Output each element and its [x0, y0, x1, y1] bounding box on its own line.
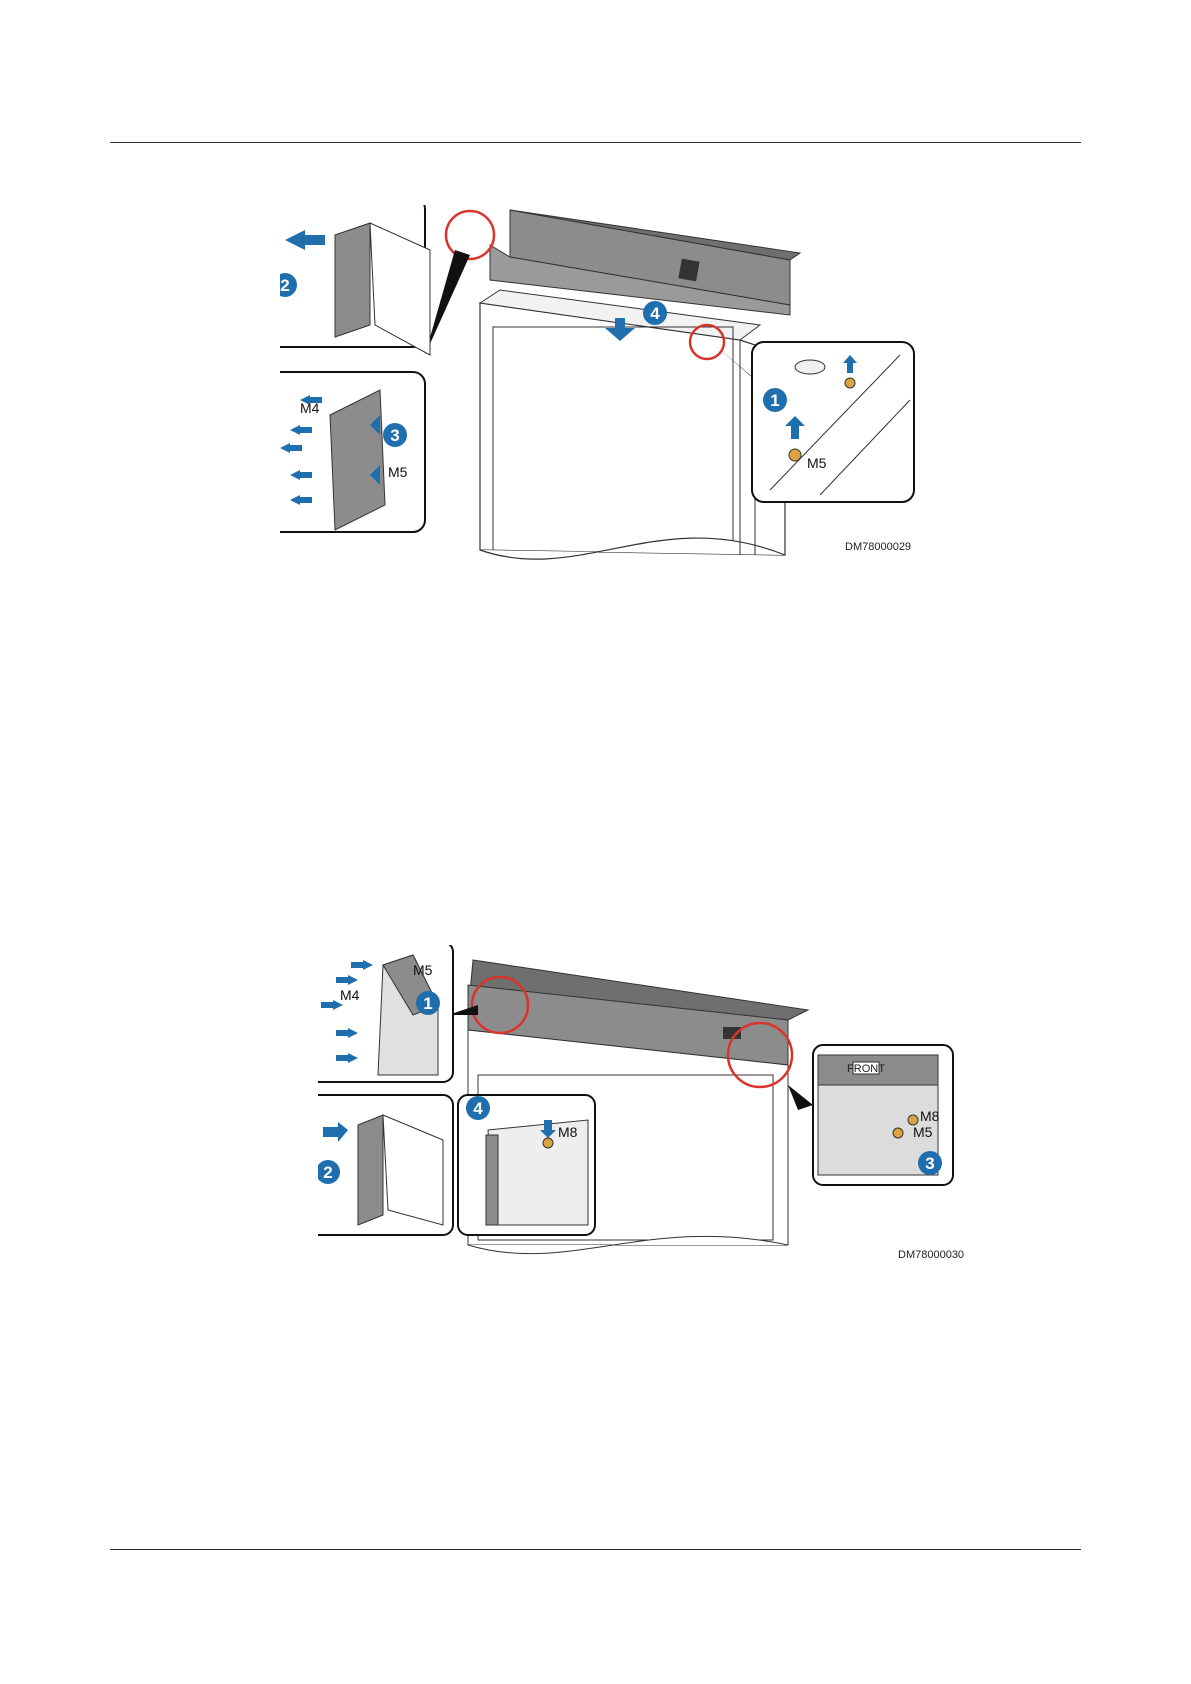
- svg-text:M8: M8: [920, 1108, 940, 1124]
- figure-2: M5 M4 1 2 M8 4 FRONT M8 M5 3 DM78: [318, 945, 1038, 1295]
- detail-box-step-2: 2: [280, 205, 430, 355]
- pointer-left: [425, 250, 470, 355]
- footer-rule: [110, 1549, 1081, 1550]
- svg-text:FRONT: FRONT: [847, 1063, 885, 1075]
- detail-box-step-4: M8 4: [458, 1095, 595, 1235]
- svg-text:M5: M5: [388, 464, 408, 480]
- figure-1-illustration: 4 2 M4 M5 3: [280, 205, 1020, 610]
- svg-text:4: 4: [473, 1099, 483, 1118]
- svg-text:M4: M4: [300, 400, 320, 416]
- svg-text:1: 1: [770, 391, 779, 410]
- detail-box-step-1: 1 M5: [752, 342, 914, 502]
- svg-text:3: 3: [390, 426, 399, 445]
- svg-text:1: 1: [423, 994, 432, 1013]
- svg-text:4: 4: [650, 304, 660, 323]
- detail-box-step-3: M4 M5 3: [280, 372, 425, 532]
- figure-1-id: DM78000029: [845, 541, 911, 553]
- header-rule: [110, 142, 1081, 143]
- detail-box-step-2: 2: [318, 1095, 453, 1235]
- svg-text:M4: M4: [340, 987, 360, 1003]
- svg-text:3: 3: [925, 1154, 934, 1173]
- svg-text:M5: M5: [913, 1124, 933, 1140]
- svg-text:M5: M5: [413, 962, 433, 978]
- figure-2-illustration: M5 M4 1 2 M8 4 FRONT M8 M5 3 DM78: [318, 945, 1038, 1295]
- svg-text:2: 2: [280, 276, 289, 295]
- cabinet: [480, 290, 785, 559]
- detail-box-step-1: M5 M4 1: [318, 945, 453, 1082]
- highlight-circle-left: [446, 211, 494, 259]
- callout-4: 4: [643, 301, 667, 325]
- figure-2-id: DM78000030: [898, 1249, 964, 1261]
- figure-1: 4 2 M4 M5 3: [280, 205, 1020, 610]
- svg-text:M8: M8: [558, 1124, 578, 1140]
- svg-text:M5: M5: [807, 455, 827, 471]
- detail-box-step-3: FRONT M8 M5 3: [813, 1045, 953, 1185]
- pointer-right: [788, 1085, 813, 1110]
- svg-text:2: 2: [323, 1163, 332, 1182]
